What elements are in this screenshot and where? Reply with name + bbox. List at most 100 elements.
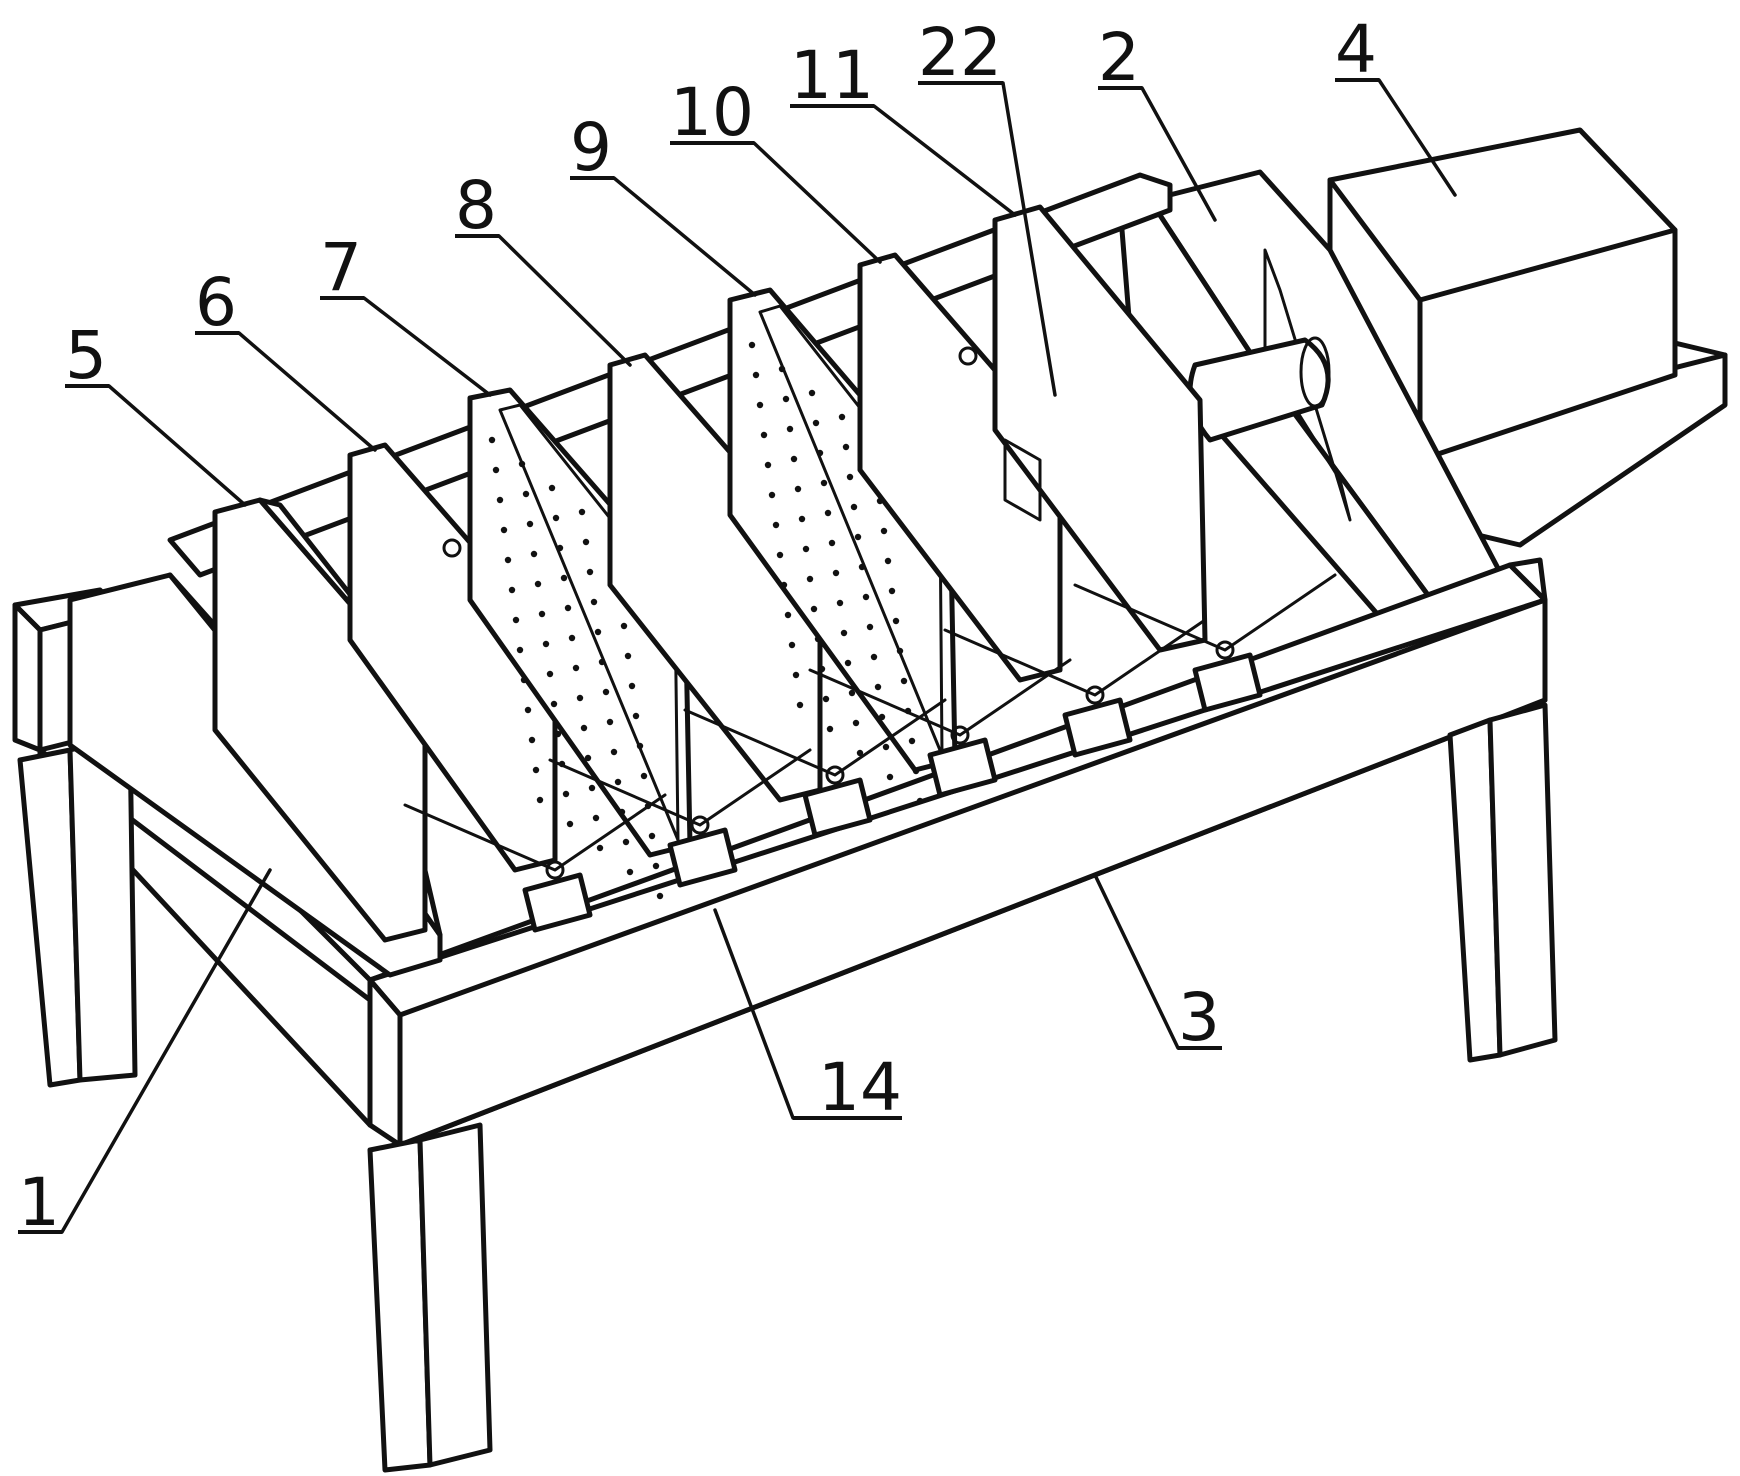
perforation-hole xyxy=(798,515,806,523)
callout-5-label: 5 xyxy=(65,317,107,394)
perforation-hole xyxy=(548,484,556,492)
perforation-hole xyxy=(782,395,790,403)
perforation-hole xyxy=(900,677,908,685)
perforation-hole xyxy=(780,581,788,589)
callout-11: 11 xyxy=(790,37,1017,217)
perforation-hole xyxy=(508,586,516,594)
perforation-hole xyxy=(892,617,900,625)
perforation-hole xyxy=(752,371,760,379)
perforation-hole xyxy=(768,491,776,499)
perforation-hole xyxy=(564,604,572,612)
perforation-hole xyxy=(624,652,632,660)
perforation-hole xyxy=(628,682,636,690)
perforation-hole xyxy=(822,695,830,703)
perforation-hole xyxy=(854,533,862,541)
perforation-hole xyxy=(590,598,598,606)
perforation-hole xyxy=(520,676,528,684)
perforation-hole xyxy=(488,436,496,444)
callout-10-label: 10 xyxy=(670,74,754,151)
perforation-hole xyxy=(522,490,530,498)
perforation-hole xyxy=(586,568,594,576)
pivot-pin xyxy=(545,860,565,880)
callout-10: 10 xyxy=(670,74,882,264)
callout-11-label: 11 xyxy=(790,37,874,114)
bracket-foot xyxy=(667,827,738,888)
perforation-hole xyxy=(880,527,888,535)
callout-22: 22 xyxy=(918,14,1057,397)
perforations-7 xyxy=(488,436,664,900)
perforation-hole xyxy=(568,634,576,642)
perforation-hole xyxy=(538,610,546,618)
perforation-hole xyxy=(656,892,664,900)
perforation-hole xyxy=(566,820,574,828)
bracket-foot xyxy=(927,737,998,798)
perforation-hole xyxy=(884,557,892,565)
perforation-hole xyxy=(576,694,584,702)
link-arm xyxy=(1073,573,1337,652)
perforation-hole xyxy=(828,539,836,547)
perforation-hole xyxy=(648,832,656,840)
perforation-hole xyxy=(532,766,540,774)
callout-2-label: 2 xyxy=(1098,19,1140,96)
perforation-hole xyxy=(840,629,848,637)
perforation-hole xyxy=(866,623,874,631)
perforation-hole xyxy=(826,725,834,733)
perforation-hole xyxy=(534,580,542,588)
perforation-hole xyxy=(504,556,512,564)
perforation-hole xyxy=(874,683,882,691)
perforation-hole xyxy=(888,587,896,595)
perforation-hole xyxy=(788,641,796,649)
plate-6 xyxy=(347,442,558,873)
perforation-hole xyxy=(552,514,560,522)
perforation-hole xyxy=(620,622,628,630)
callout-3: 3 xyxy=(1093,873,1222,1056)
callout-9: 9 xyxy=(570,109,757,297)
perforation-hole xyxy=(870,653,878,661)
callout-4-label: 4 xyxy=(1335,11,1377,88)
perforation-hole xyxy=(614,778,622,786)
perforation-hole xyxy=(528,736,536,744)
perforation-hole xyxy=(786,425,794,433)
perforation-hole xyxy=(592,814,600,822)
perforation-hole xyxy=(610,748,618,756)
bracket-foot xyxy=(1192,652,1263,713)
pivot-pin xyxy=(690,815,710,835)
perforation-hole xyxy=(790,455,798,463)
perforation-hole xyxy=(784,611,792,619)
perforation-hole xyxy=(542,640,550,648)
perforation-hole xyxy=(652,862,660,870)
perforation-hole xyxy=(516,646,524,654)
callout-9-label: 9 xyxy=(570,109,612,186)
perforation-hole xyxy=(554,730,562,738)
perforation-hole xyxy=(496,496,504,504)
linkages xyxy=(403,573,1337,933)
perforation-hole xyxy=(526,520,534,528)
perforation-hole xyxy=(832,569,840,577)
perforation-hole xyxy=(806,575,814,583)
plate-10 xyxy=(857,252,1063,683)
link-arm xyxy=(403,793,667,872)
perforation-hole xyxy=(812,419,820,427)
perforation-hole xyxy=(626,868,634,876)
perforation-hole xyxy=(500,526,508,534)
pivot-pin xyxy=(1215,640,1235,660)
callout-8-label: 8 xyxy=(455,167,497,244)
pivot-pin xyxy=(825,765,845,785)
perforation-hole xyxy=(772,521,780,529)
callout-2: 2 xyxy=(1098,19,1217,222)
perforation-hole xyxy=(794,485,802,493)
perforation-hole xyxy=(848,689,856,697)
perforation-hole xyxy=(908,737,916,745)
callout-3-label: 3 xyxy=(1178,979,1220,1056)
perforation-hole xyxy=(560,574,568,582)
perforation-hole xyxy=(776,551,784,559)
perforation-hole xyxy=(596,844,604,852)
perforation-hole xyxy=(916,797,924,805)
pivot-pin xyxy=(1085,685,1105,705)
perforation-hole xyxy=(792,671,800,679)
perforation-hole xyxy=(802,545,810,553)
perforation-hole xyxy=(530,550,538,558)
callout-5: 5 xyxy=(65,317,247,507)
callout-1: 1 xyxy=(18,868,272,1241)
